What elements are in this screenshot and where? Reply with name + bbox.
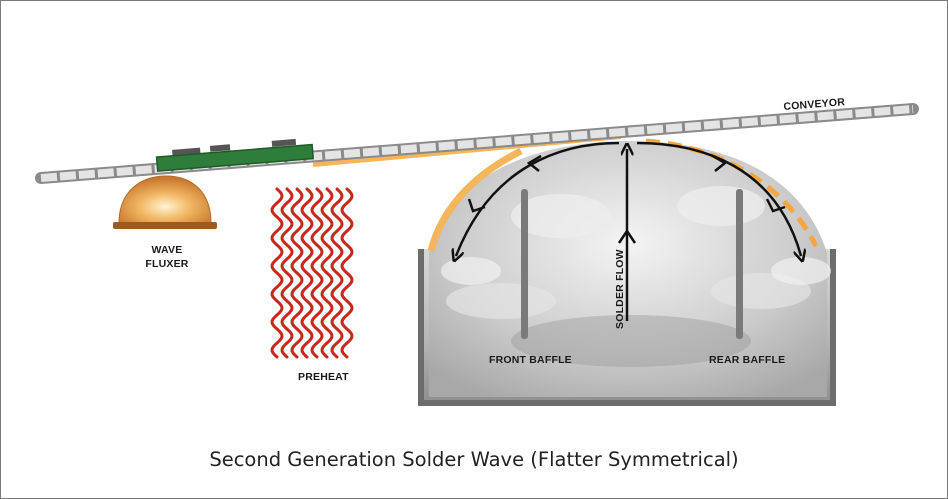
wave-fluxer — [113, 175, 217, 229]
heat-wave-line — [340, 187, 354, 359]
rear-baffle — [736, 189, 743, 339]
wave-fluxer-label-line1: WAVE — [151, 244, 183, 256]
front-baffle — [521, 189, 528, 339]
heat-wave-line — [330, 187, 344, 359]
preheat-label: PREHEAT — [298, 371, 349, 383]
rear-baffle-label: REAR BAFFLE — [709, 354, 786, 366]
wave-fluxer-label-line2: FLUXER — [145, 258, 189, 270]
solder-flow-label: SOLDER FLOW — [614, 249, 626, 329]
diagram-caption: Second Generation Solder Wave (Flatter S… — [209, 448, 739, 471]
flow-arrow-icon — [456, 141, 801, 321]
pcb-board — [155, 138, 315, 172]
solder-wave — [429, 141, 831, 397]
heat-wave-line — [320, 187, 334, 359]
heat-wave-line — [270, 187, 284, 359]
heat-wave-line — [280, 187, 294, 359]
heat-wave-line — [290, 187, 304, 359]
front-baffle-label: FRONT BAFFLE — [489, 354, 572, 366]
heat-wave-line — [300, 187, 314, 359]
heat-waves-icon — [270, 187, 354, 359]
heat-wave-line — [310, 187, 324, 359]
